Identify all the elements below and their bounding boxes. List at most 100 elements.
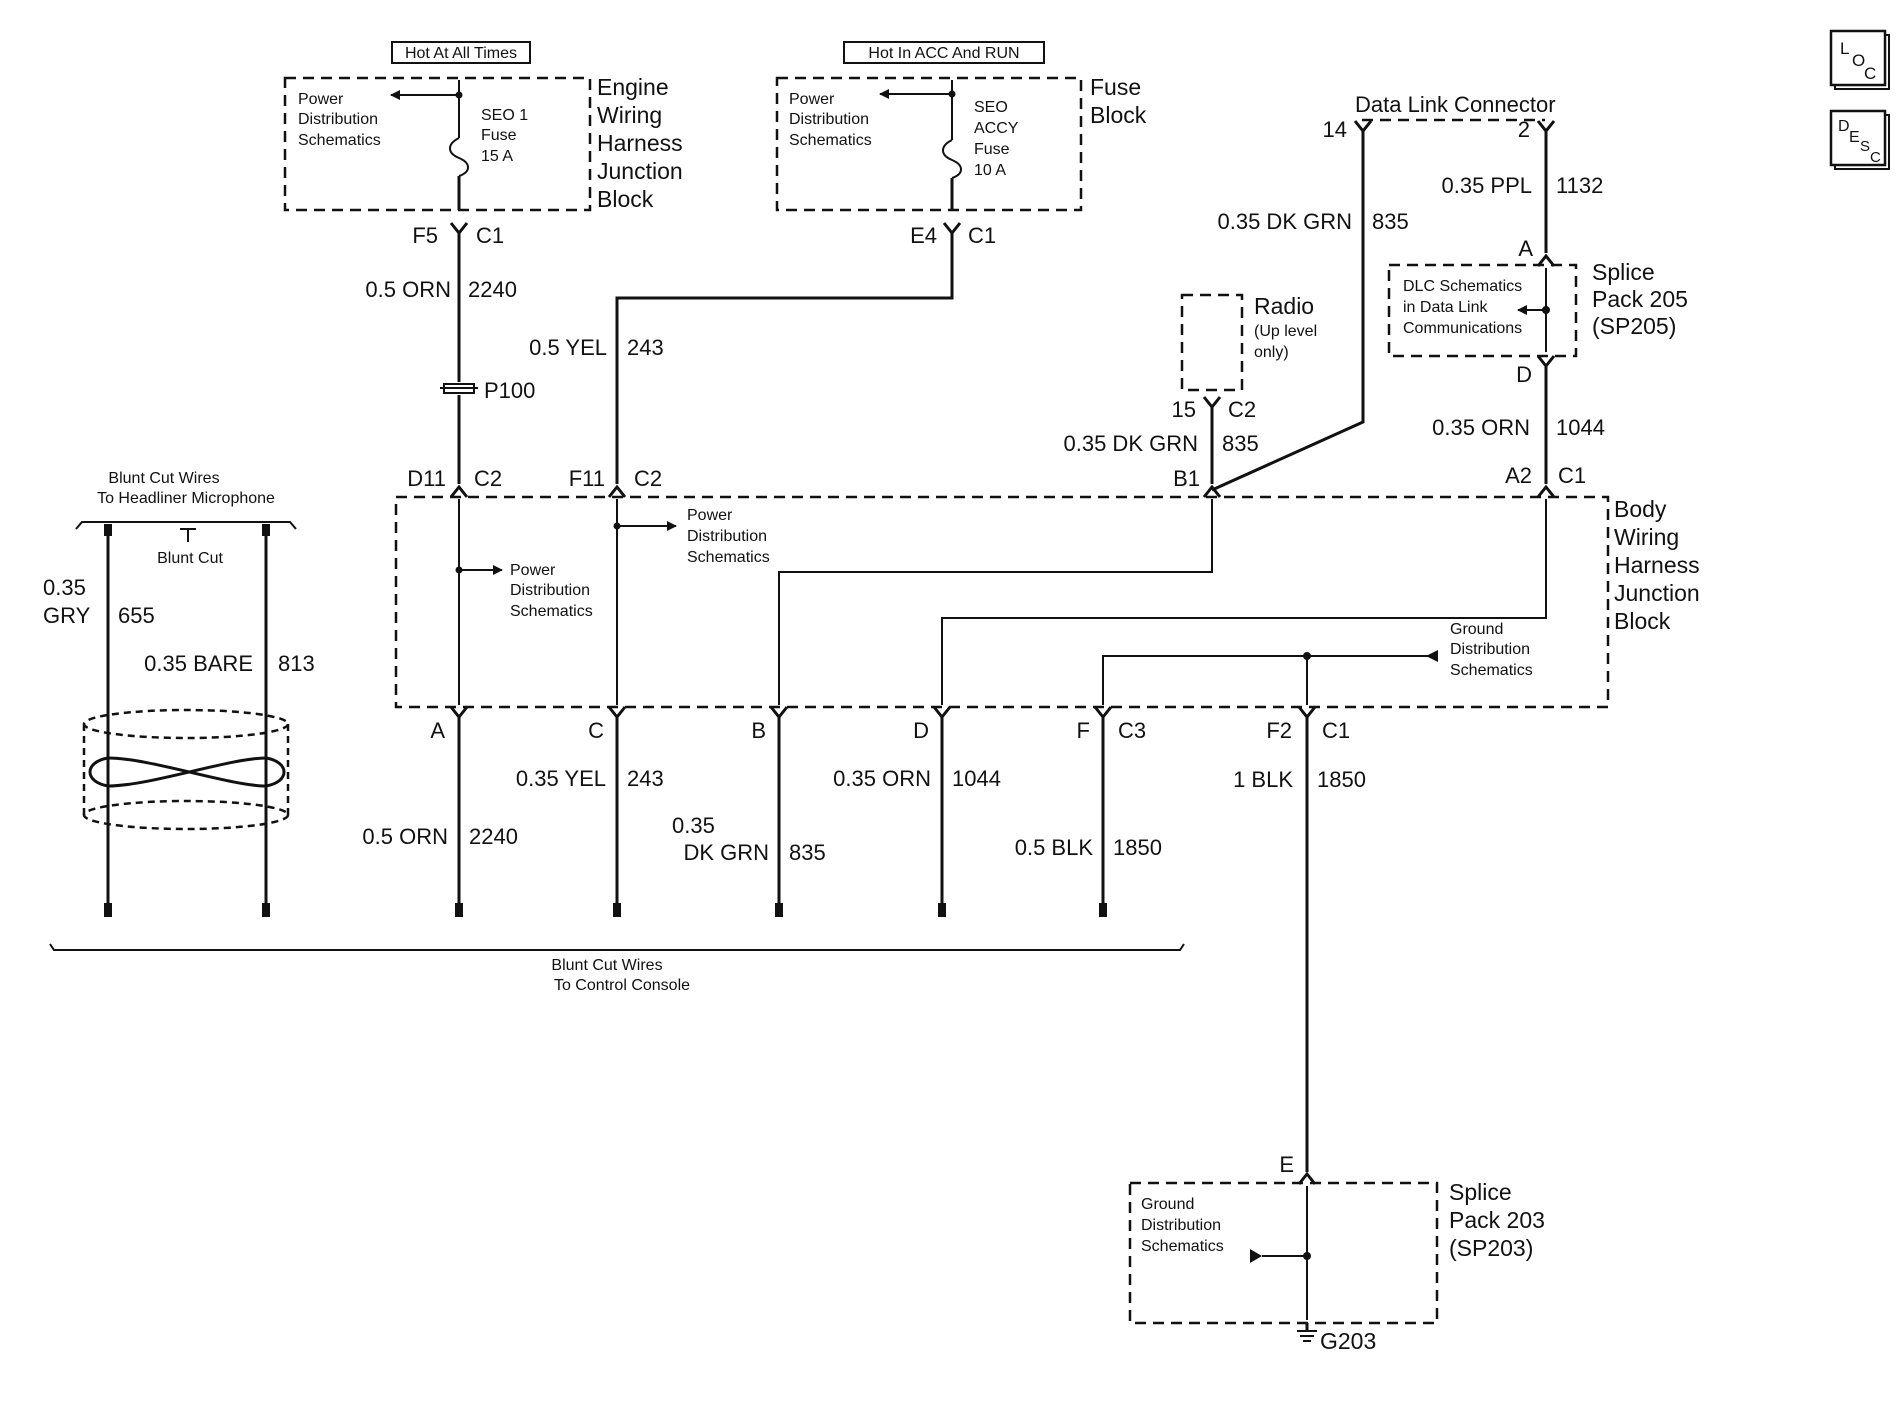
svg-text:G203: G203 [1320,1328,1376,1354]
power-distribution-note-fuse: Power Distribution Schematics [789,91,872,149]
wire-813-bottom-end [262,903,270,917]
svg-text:Distribution: Distribution [510,582,590,599]
svg-text:C1: C1 [1322,718,1350,743]
svg-text:Engine: Engine [597,74,669,100]
loc-icon[interactable]: L O C [1829,29,1890,90]
svg-text:1 BLK: 1 BLK [1233,767,1293,792]
svg-text:0.35 DK GRN: 0.35 DK GRN [1218,209,1353,234]
svg-text:Schematics: Schematics [298,132,381,149]
body-internal-1044 [941,499,1547,705]
ground-arrow-head [1426,650,1438,662]
power-distribution-note-243: Power Distribution Schematics [687,507,770,566]
svg-text:C: C [1870,149,1881,166]
svg-text:Ground: Ground [1450,621,1503,638]
svg-text:C: C [588,718,604,743]
svg-text:A: A [430,718,445,743]
svg-text:(SP203): (SP203) [1449,1235,1533,1261]
svg-text:Block: Block [1090,102,1147,128]
svg-text:Schematics: Schematics [1141,1238,1224,1255]
svg-text:835: 835 [1372,209,1409,234]
connector-f5-c1: F5 C1 [412,222,504,248]
seo-accy-fuse [879,80,962,210]
dlc-pin-2: 2 [1518,117,1556,142]
svg-text:E: E [1849,129,1860,146]
svg-text:Wiring: Wiring [1614,524,1679,550]
hot-at-all-times-label: Hot At All Times [391,41,531,64]
svg-text:Fuse: Fuse [1090,74,1141,100]
svg-text:D: D [1516,362,1532,387]
sp203-pin-e: E [1279,1152,1317,1185]
wire-813-label: 0.35 BARE 813 [144,651,315,676]
svg-text:0.35 ORN: 0.35 ORN [833,766,931,791]
svg-text:1044: 1044 [1556,415,1605,440]
svg-text:C1: C1 [968,223,996,248]
svg-text:0.35 ORN: 0.35 ORN [1432,415,1530,440]
sp203-outline [1128,1181,1439,1325]
inline-connector-p100: P100 [440,378,535,403]
wire-655-label: 0.35 GRY 655 [43,575,155,628]
svg-text:(Up level: (Up level [1254,323,1317,340]
sp205-outline [1387,263,1578,358]
svg-text:Pack 203: Pack 203 [1449,1207,1545,1233]
svg-text:15 A: 15 A [481,148,513,165]
svg-text:DK GRN: DK GRN [683,840,769,865]
wire-243-lower-label: 0.35 YEL 243 [516,766,664,791]
svg-text:SEO: SEO [974,99,1008,116]
connector-c: C [588,706,627,743]
svg-text:813: 813 [278,651,315,676]
svg-text:Distribution: Distribution [1141,1217,1221,1234]
svg-text:B1: B1 [1173,466,1200,491]
svg-text:F5: F5 [412,223,438,248]
svg-text:0.35 PPL: 0.35 PPL [1441,173,1532,198]
headliner-brace [75,521,297,530]
data-link-connector-label: Data Link Connector [1355,92,1556,117]
svg-text:2: 2 [1518,117,1530,142]
svg-text:0.5 BLK: 0.5 BLK [1015,835,1094,860]
svg-text:C: C [1864,64,1876,83]
svg-text:DLC Schematics: DLC Schematics [1403,278,1522,295]
svg-text:Communications: Communications [1403,320,1522,337]
svg-text:2240: 2240 [469,824,518,849]
wire-1044-lower-label: 0.35 ORN 1044 [833,766,1001,791]
power-distribution-note-engine: Power Distribution Schematics [298,91,381,149]
svg-text:835: 835 [1222,431,1259,456]
svg-text:C2: C2 [474,466,502,491]
svg-text:0.35: 0.35 [43,575,86,600]
svg-text:E: E [1279,1152,1294,1177]
wire-655-bottom-end [104,903,112,917]
svg-text:2240: 2240 [468,277,517,302]
desc-icon[interactable]: D E S C [1829,109,1890,170]
svg-text:C1: C1 [476,223,504,248]
svg-text:Block: Block [597,186,654,212]
svg-text:Hot At All Times: Hot At All Times [405,45,517,62]
connector-b: B [751,706,789,743]
svg-text:(SP205): (SP205) [1592,313,1676,339]
svg-text:Distribution: Distribution [687,528,767,545]
svg-text:Pack 205: Pack 205 [1592,286,1688,312]
svg-text:243: 243 [627,335,664,360]
wire-835-lower-label: 0.35 DK GRN 835 [672,813,826,865]
svg-text:14: 14 [1323,117,1347,142]
fuse-block-label: Fuse Block [1090,74,1147,128]
svg-text:Junction: Junction [597,158,683,184]
radio-label: Radio (Up level only) [1254,293,1317,361]
radio-connector-15-c2: 15 C2 [1172,396,1256,422]
svg-text:only): only) [1254,344,1289,361]
svg-text:Harness: Harness [597,130,683,156]
blunt-cut-symbol: Blunt Cut [157,528,223,567]
wire-2240-lower-label: 0.5 ORN 2240 [362,824,518,849]
svg-text:Wiring: Wiring [597,102,662,128]
svg-text:Blunt Cut: Blunt Cut [157,550,223,567]
svg-text:Blunt Cut Wires: Blunt Cut Wires [551,957,662,974]
power-distribution-note-2240: Power Distribution Schematics [510,562,593,620]
svg-text:Distribution: Distribution [298,111,378,128]
svg-text:Schematics: Schematics [1450,662,1533,679]
svg-text:L: L [1840,39,1849,58]
sp203-label: Splice Pack 203 (SP203) [1449,1179,1545,1261]
seo1-fuse [390,80,469,210]
seo1-fuse-label: SEO 1 Fuse 15 A [481,107,528,165]
wire-1044-upper-label: 0.35 ORN 1044 [1432,415,1605,440]
svg-text:0.35 DK GRN: 0.35 DK GRN [1064,431,1199,456]
svg-text:A2: A2 [1505,463,1532,488]
